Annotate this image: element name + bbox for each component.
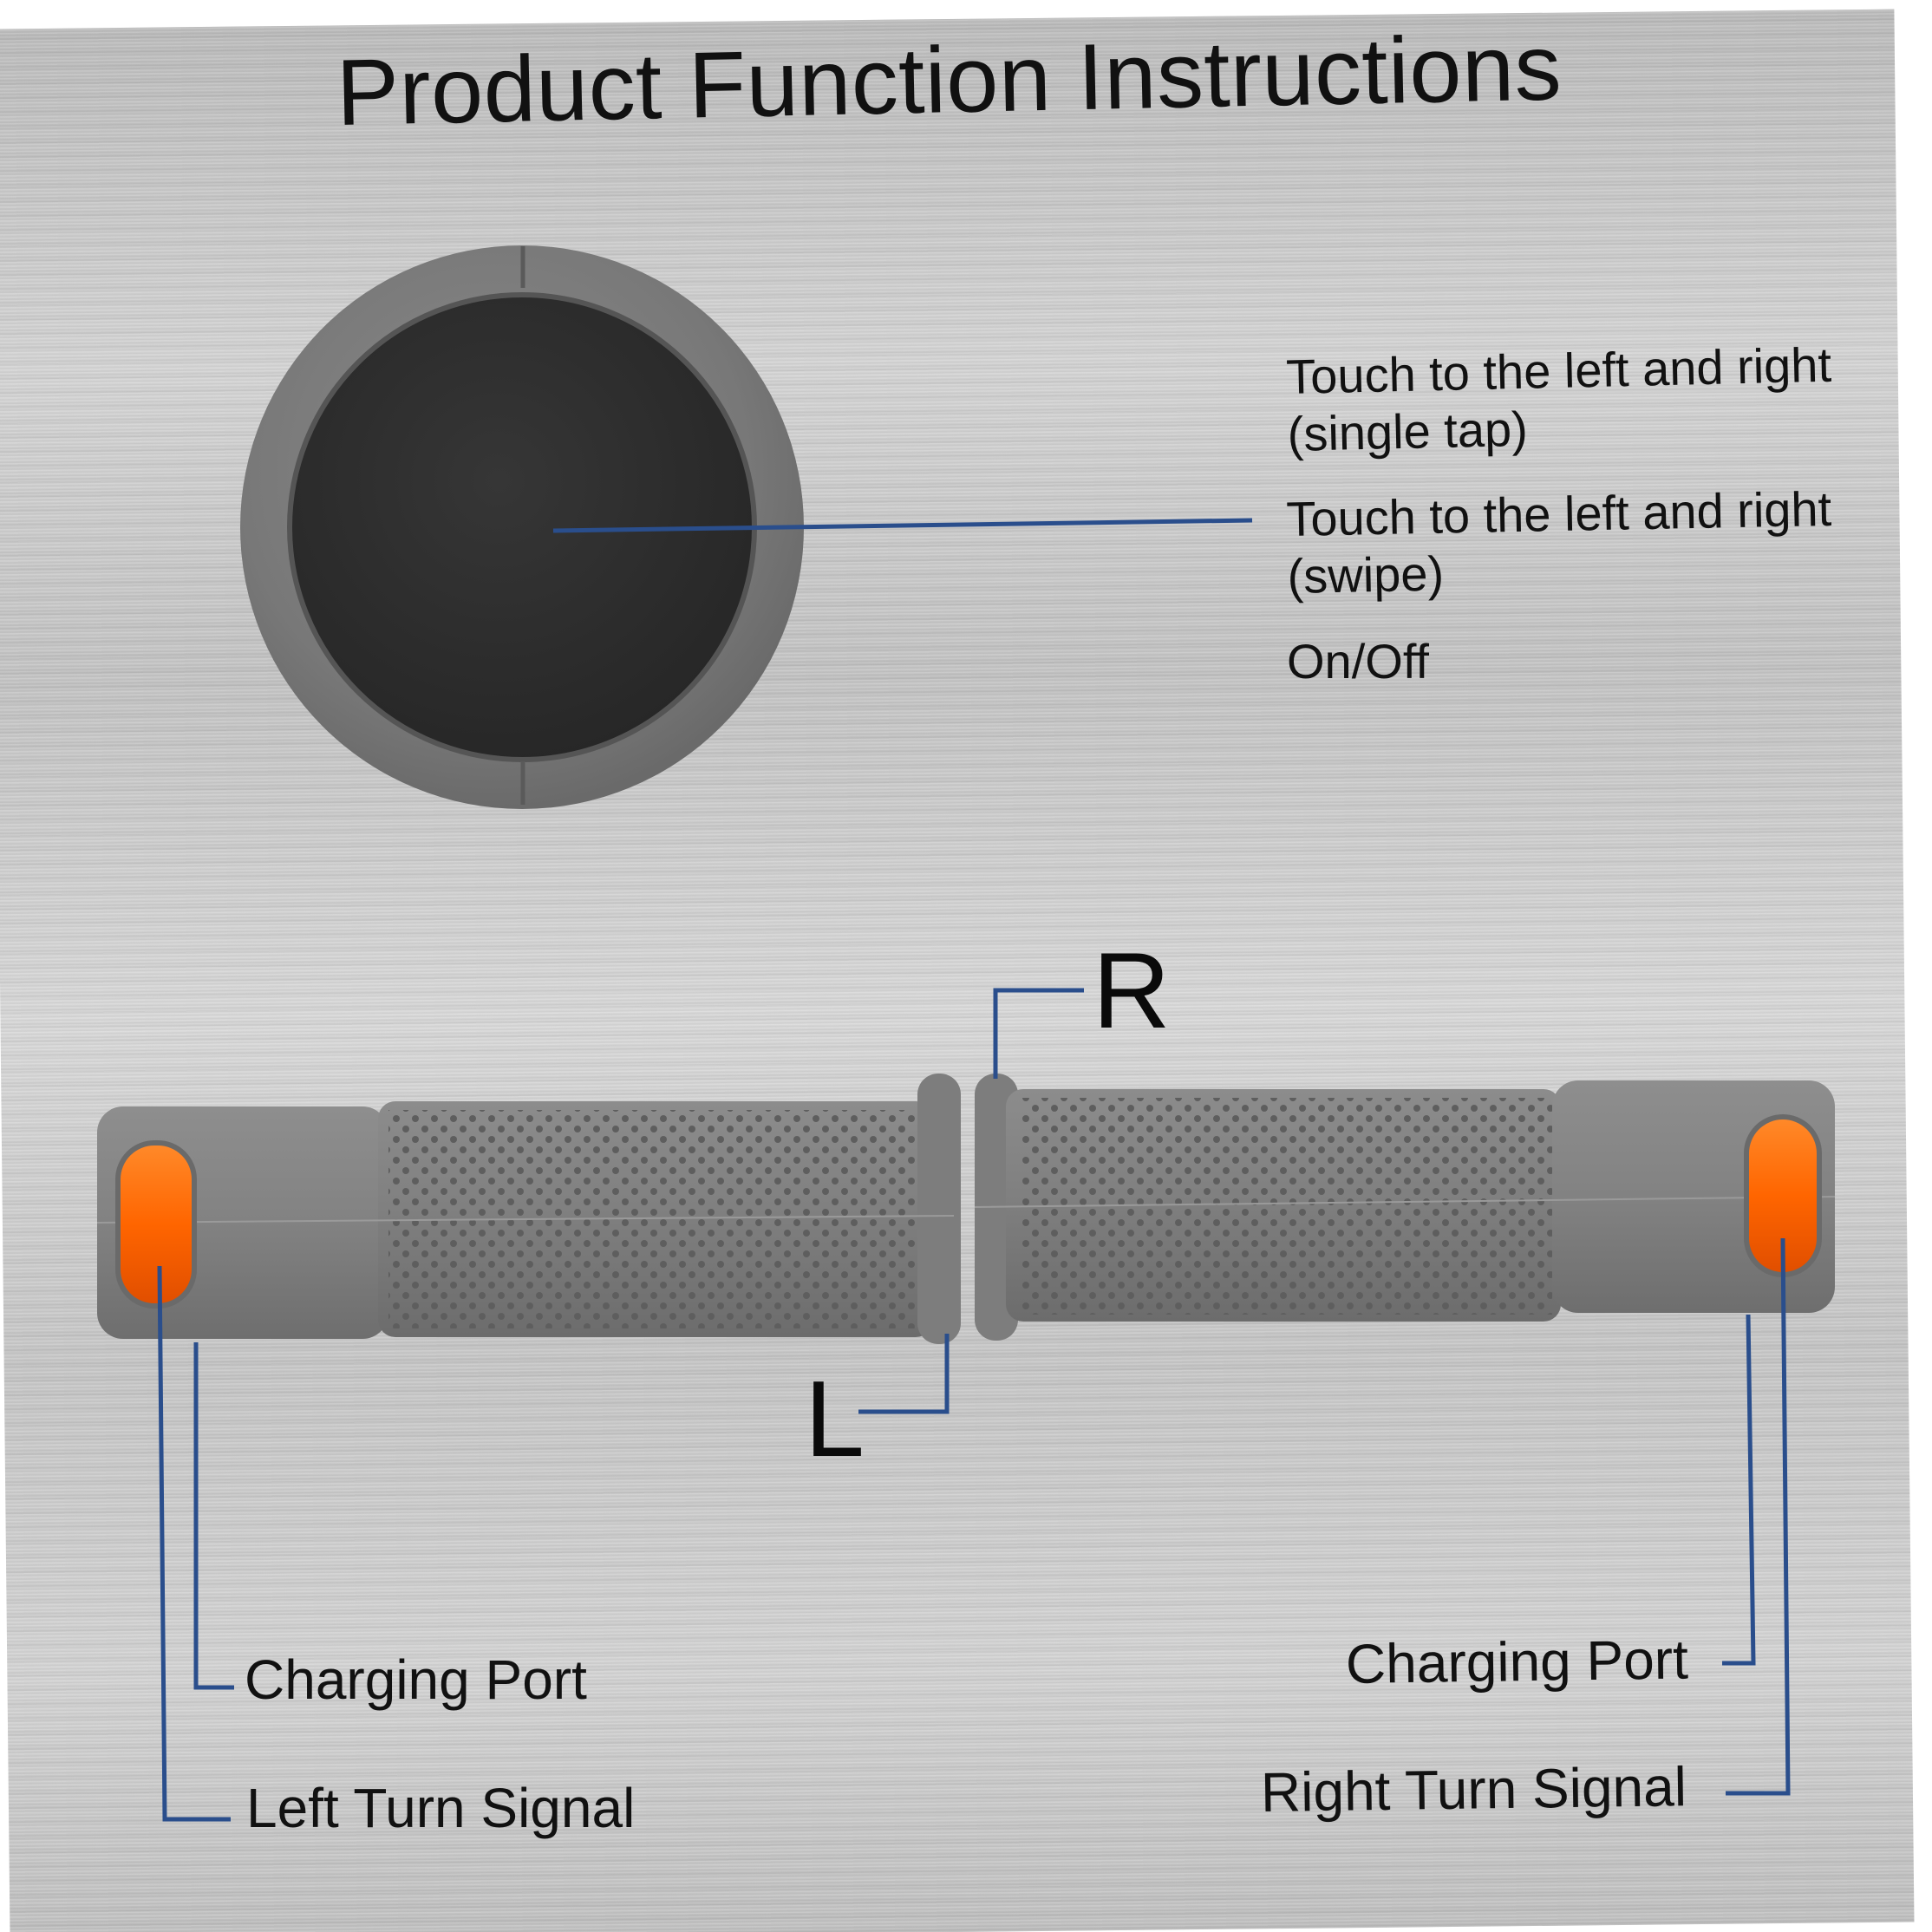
left-turn-signal-callout-line	[157, 1265, 231, 1822]
left-turn-signal-lens	[115, 1140, 197, 1309]
right-charging-port-callout-line	[1722, 1314, 1756, 1666]
left-turn-signal-label: Left Turn Signal	[246, 1777, 636, 1839]
function-on-off-label: On/Off	[1287, 634, 1429, 689]
right-charging-port-label: Charging Port	[1345, 1628, 1689, 1695]
left-grip-illustration	[96, 1074, 961, 1344]
function-swipe-label: Touch to the left and right (swipe)	[1285, 480, 1832, 604]
left-charging-port-callout-line	[193, 1342, 234, 1690]
right-turn-signal-label: Right Turn Signal	[1260, 1755, 1687, 1824]
left-grip-flange	[917, 1074, 961, 1344]
right-grip-label: R	[1093, 931, 1171, 1051]
touch-button-illustration	[240, 245, 804, 809]
button-callout-line	[552, 518, 1253, 533]
left-grip-label: L	[805, 1360, 865, 1479]
left-charging-port-label: Charging Port	[245, 1648, 587, 1711]
left-grip-seam	[96, 1215, 955, 1224]
right-grip-seam	[974, 1196, 1836, 1208]
left-grip-callout-line	[858, 1334, 950, 1414]
right-turn-signal-callout-line	[1726, 1237, 1791, 1796]
right-grip-callout-line	[993, 988, 1084, 1079]
right-grip-illustration	[974, 1074, 1836, 1341]
function-single-tap-label: Touch to the left and right (single tap)	[1285, 336, 1832, 461]
